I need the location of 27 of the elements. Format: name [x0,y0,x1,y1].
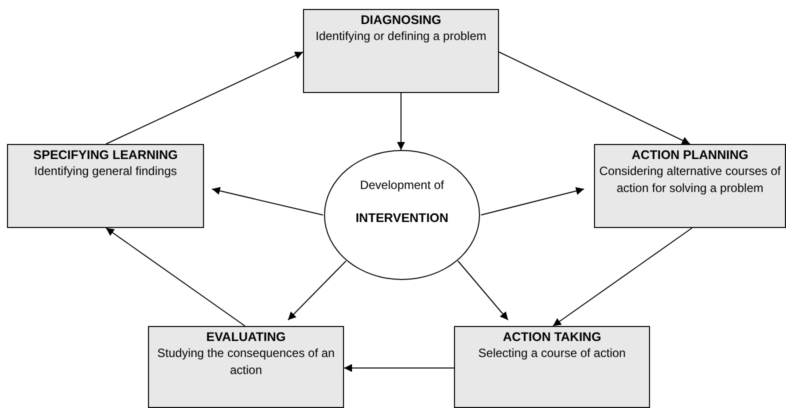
ellipse-text: Development of [360,177,444,194]
stage-heading: ACTION PLANNING [632,147,748,163]
stage-box [594,144,786,228]
stage-description: Considering alternative courses of action for solving a problem [598,163,782,197]
stage-box [148,326,344,408]
stage-heading: ACTION TAKING [502,329,602,345]
arrow [480,187,584,216]
stage-box [454,326,650,408]
arrow [288,260,346,320]
arrow [212,186,324,216]
arrow [344,364,454,372]
arrow [458,260,508,320]
stage-box [7,144,204,228]
arrow [397,92,405,150]
arrow [106,52,304,144]
stage-box [303,9,499,93]
stage-heading: EVALUATING [206,329,286,345]
stage-description: Identifying or defining a problem [316,28,486,45]
arrow [552,228,692,326]
ellipse-heading: INTERVENTION [356,210,448,226]
arrow [498,52,690,144]
stage-description: Selecting a course of action [478,345,626,362]
stage-heading: DIAGNOSING [360,12,442,28]
arrow [106,228,246,326]
stage-heading: SPECIFYING LEARNING [33,147,178,163]
stage-description: Studying the consequences of an action [156,345,336,379]
stage-description: Identifying general findings [34,163,177,180]
